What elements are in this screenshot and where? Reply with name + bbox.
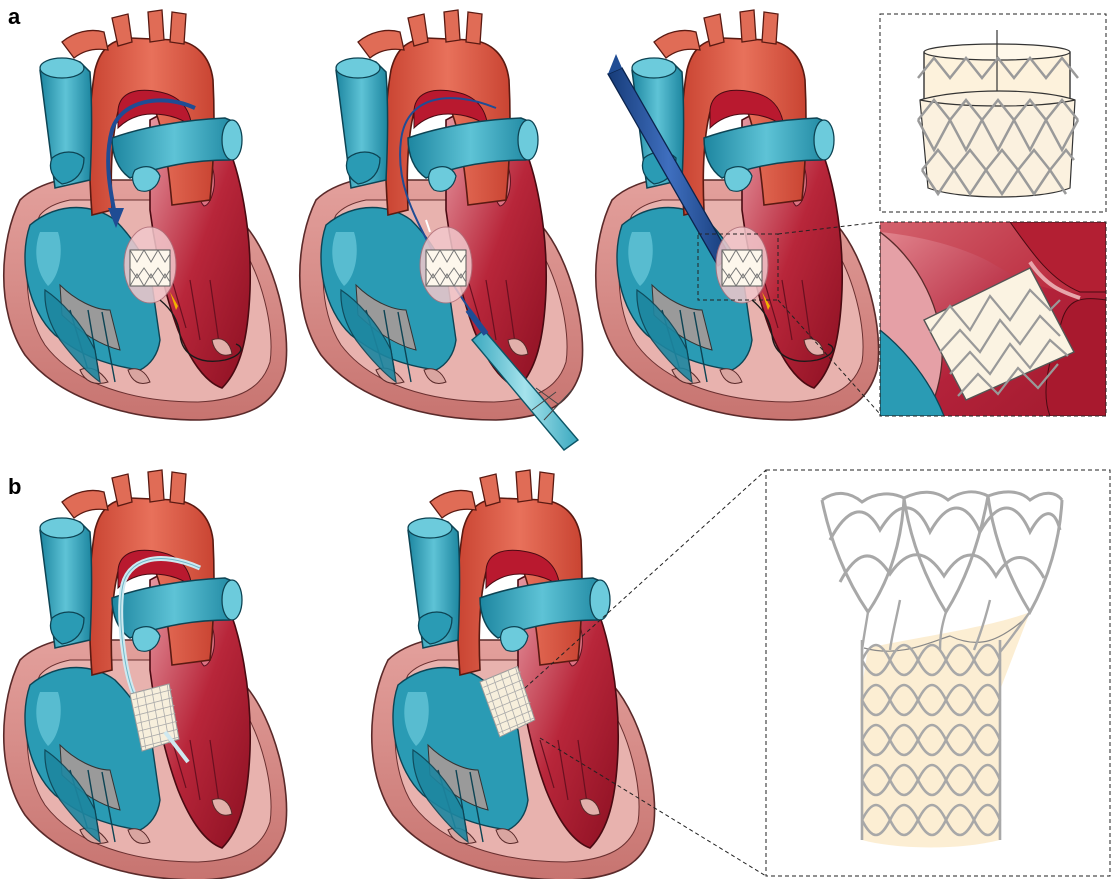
heart-a3 [596,10,879,420]
heart-a1 [4,10,287,420]
heart-b1 [4,470,287,879]
inset-valve-annulus [880,222,1106,416]
inset-valve-self-expanding [766,470,1110,876]
inset-valve-balloon [880,14,1106,212]
heart-b2 [372,470,655,879]
heart-a2 [300,10,583,450]
